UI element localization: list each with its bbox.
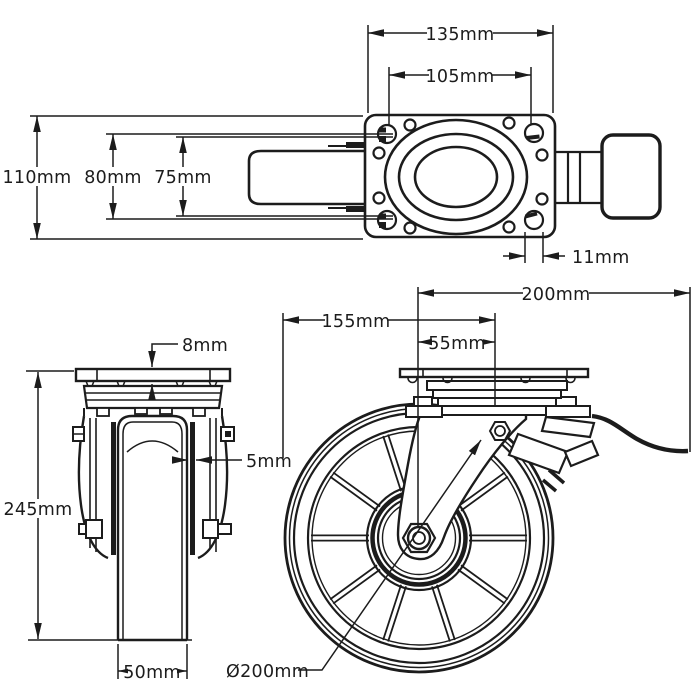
- axle-bolt: [78, 519, 232, 539]
- swivel-lock-pin: [72, 426, 235, 442]
- bolt-hole-slotted: [523, 122, 545, 144]
- swivel-housing-front: [82, 384, 224, 410]
- dim-plate-length-label: 155mm: [322, 312, 391, 332]
- dim-bolt-spacing-width-label: 105mm: [426, 67, 495, 87]
- mounting-plate-front: [74, 367, 232, 383]
- bolt-hole-slotted: [523, 209, 545, 231]
- fork-inner-bar: [190, 422, 195, 555]
- brake-knob: [555, 133, 662, 220]
- wheel-top-outline: [247, 149, 372, 206]
- dimensions: 135mm 105mm 110mm 80mm 75mm 11mm: [3, 24, 691, 683]
- fork-leg-side: [396, 411, 528, 561]
- brake-bracket: [540, 415, 596, 439]
- fork-inner-bar: [111, 422, 116, 555]
- kingpin-nut: [488, 421, 512, 441]
- crown-flange-left: [405, 405, 443, 418]
- side-view: [283, 367, 689, 674]
- fork-bracket-icon: [346, 206, 370, 212]
- swivel-raceway-outer: [383, 118, 529, 236]
- dim-overall-length-label: 200mm: [522, 285, 591, 305]
- dim-bolt-spacing-depth-outer-label: 80mm: [84, 168, 142, 188]
- dim-plate-thickness-label: 8mm: [182, 336, 228, 356]
- swivel-stack-side: [405, 380, 591, 418]
- brake-pad: [507, 432, 570, 475]
- brake-pedal: [591, 413, 689, 454]
- dim-swivel-offset-label: 55mm: [428, 334, 486, 354]
- swivel-raceway-mid: [397, 132, 515, 222]
- axle-nut: [401, 522, 437, 554]
- brake-pin: [563, 439, 600, 468]
- front-view: [72, 367, 235, 642]
- dim-fork-leg-thickness-label: 5mm: [246, 452, 292, 472]
- crown-center: [441, 405, 547, 416]
- wheel-front-outline: [116, 414, 189, 640]
- plate-screw-domes: [407, 377, 576, 384]
- dim-bolt-hole-diameter-label: 11mm: [572, 248, 630, 268]
- crown-flange-right: [545, 405, 591, 418]
- dim-total-depth-label: 110mm: [3, 168, 72, 188]
- dim-total-width-label: 135mm: [426, 25, 495, 45]
- dim-bolt-spacing-depth-inner-label: 75mm: [154, 168, 212, 188]
- fork-crown: [83, 407, 223, 417]
- swivel-raceway-inner: [413, 145, 499, 209]
- dim-wheel-diameter-label: Ø200mm: [226, 662, 309, 682]
- brake-assembly: [507, 413, 689, 493]
- dim-wheel-width-label: 50mm: [123, 663, 181, 683]
- hub-cap-arc: [126, 440, 179, 453]
- dim-overall-height-label: 245mm: [4, 500, 73, 520]
- mounting-plate-side: [398, 367, 590, 379]
- fork-bracket-icon: [346, 142, 370, 148]
- small-bolt-holes: [372, 116, 549, 235]
